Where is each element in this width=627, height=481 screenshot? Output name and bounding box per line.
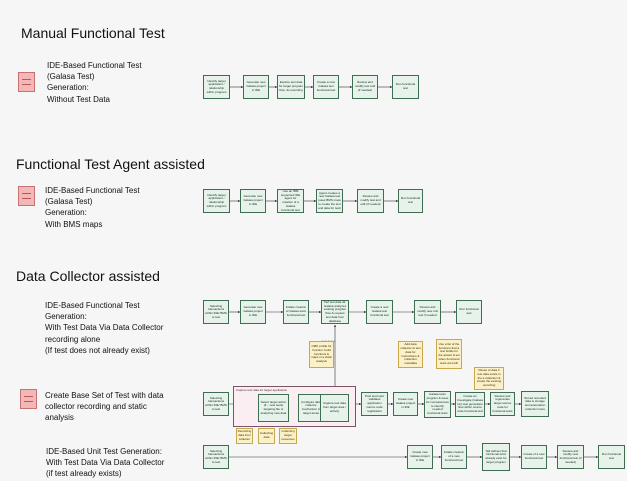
flow-step-box: Review and modify test and (if needed) bbox=[352, 75, 378, 99]
flow-step-box: Galasa tests program & issue for complet… bbox=[424, 391, 451, 418]
flow-step-box: Create an Investigate (Galasa run) test … bbox=[455, 392, 485, 417]
flow-step-box: Select target action (if... new tests) t… bbox=[258, 394, 289, 422]
flow-step-box: Review and modify new functional test (i… bbox=[557, 445, 584, 469]
flow-step-box: Review and modify new unit test if neede… bbox=[414, 300, 441, 324]
flow-step-box: Create a new Galasa test functional test bbox=[313, 75, 339, 99]
sticky-note: Collecting target resources bbox=[279, 428, 297, 444]
sticky-note: Recording data from collector bbox=[236, 428, 253, 444]
note-icon bbox=[18, 186, 35, 206]
flow-step-box: Run functional test bbox=[398, 189, 423, 213]
row-label-manual: IDE-Based Functional Test (Galasa Test) … bbox=[47, 61, 142, 104]
flow-step-box: Selecting transactions within IDE/ BMS t… bbox=[203, 392, 229, 416]
flow-step-box: Create new Galasa project in IDE bbox=[393, 392, 418, 416]
sticky-note: Collecting data bbox=[258, 428, 275, 444]
flow-step-box: Agent creates a new Galasa test (uses BM… bbox=[316, 189, 343, 213]
flow-step-box: TaZ defines that functional tests alread… bbox=[482, 443, 510, 471]
flow-step-box: Use an IBM supported IDE agent for creat… bbox=[277, 189, 304, 213]
section-title-manual: Manual Functional Test bbox=[21, 25, 165, 41]
flow-step-box: Create new Galasa project in IDE bbox=[407, 445, 433, 469]
note-icon bbox=[20, 389, 37, 409]
flow-step-box: Run functional test bbox=[392, 75, 419, 99]
capture-group-title: Capture test data for target application bbox=[236, 388, 288, 392]
sticky-note: Use a list of the functions that a test … bbox=[436, 339, 462, 369]
sticky-note: Add data collector at test data for inst… bbox=[398, 341, 423, 368]
note-icon bbox=[18, 72, 35, 92]
flow-step-box: Create a new Galasa test functional test bbox=[366, 300, 393, 324]
flow-step-box: Review and regenerate target source code… bbox=[490, 392, 515, 416]
flow-step-box: Selecting transactions within IDE/ BMS t… bbox=[203, 300, 229, 324]
row-label-dc-recording: IDE-Based Functional Test Generation: Wi… bbox=[45, 301, 164, 355]
flow-step-box: Identify target application / relationsh… bbox=[203, 189, 230, 213]
flow-step-box: Initiate creation of Galasa tests functi… bbox=[283, 300, 309, 324]
flow-step-box: Capture test data from target area / act… bbox=[320, 394, 349, 422]
flow-step-box: Review and modify test and edit (if need… bbox=[357, 189, 384, 213]
flow-step-box: Explore test data for target program flo… bbox=[277, 75, 305, 99]
row-label-agent: IDE-Based Functional Test (Galasa Test) … bbox=[45, 186, 140, 229]
flow-step-box: Run functional test bbox=[456, 300, 482, 324]
flow-step-box: Generate new Galasa project in IDE bbox=[240, 189, 266, 213]
flow-step-box: Generate new Galasa project in IDE bbox=[243, 75, 269, 99]
flow-step-box: Run functional test bbox=[598, 445, 625, 469]
sticky-note: OMP profile for function: build function… bbox=[309, 341, 334, 368]
row-label-dc-unit: IDE-Based Unit Test Generation: With Tes… bbox=[46, 447, 165, 479]
flow-step-box: Initiate creation of a new functional te… bbox=[441, 445, 467, 469]
section-title-data-collector: Data Collector assisted bbox=[16, 268, 160, 284]
flow-step-box: Post test input validates application so… bbox=[361, 392, 388, 416]
flow-step-box: Identify target application / relationsh… bbox=[203, 75, 230, 99]
section-title-agent: Functional Test Agent assisted bbox=[16, 156, 205, 172]
flow-step-box: TaZ test data dir. Galasa analyzes exist… bbox=[321, 300, 349, 324]
flow-step-box: Stored recorded data is storage test aut… bbox=[521, 391, 549, 417]
sticky-note: Reuse of data if test data exists in the… bbox=[474, 367, 504, 390]
flow-step-box: Create of a new functional test bbox=[521, 445, 547, 469]
flow-step-box: Selecting transactions within IDE/ BMS t… bbox=[203, 445, 229, 469]
row-label-dc-base: Create Base Set of Test with data collec… bbox=[45, 391, 164, 423]
flow-step-box: Generate new Galasa project in IDE bbox=[240, 300, 266, 324]
